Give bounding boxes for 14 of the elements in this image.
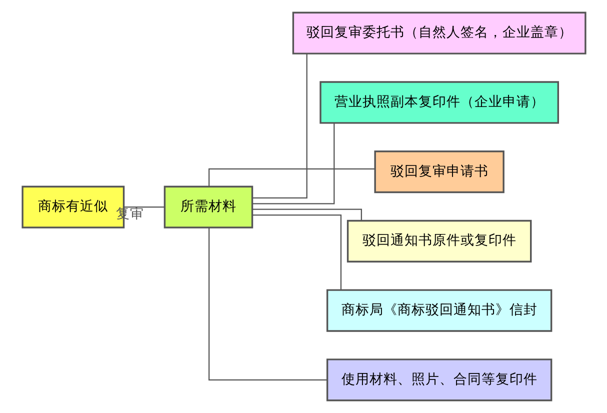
node-box: 商标局《商标驳回通知书》信封 xyxy=(326,289,552,332)
node-box: 驳回复审申请书 xyxy=(374,150,504,194)
connector xyxy=(252,122,334,204)
node-box: 驳回通知书原件或复印件 xyxy=(346,220,532,262)
connector xyxy=(252,54,307,199)
node-box: 所需材料 xyxy=(163,186,253,228)
connector xyxy=(208,168,374,186)
node-box: 营业执照副本复印件（企业申请） xyxy=(319,81,559,124)
connector xyxy=(252,214,342,290)
connector xyxy=(252,208,362,220)
connector xyxy=(123,206,164,208)
node-box: 驳回复审委托书（自然人签名，企业盖章） xyxy=(292,12,586,54)
connector xyxy=(208,228,327,380)
node-box: 使用材料、照片、合同等复印件 xyxy=(326,358,552,402)
